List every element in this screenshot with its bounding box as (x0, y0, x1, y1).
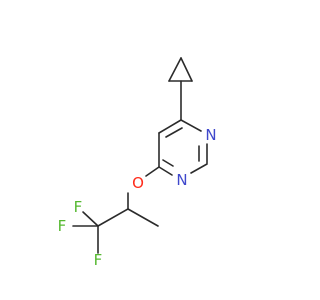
bond-cp-1 (168, 57, 182, 82)
atom-f3-label: F (94, 251, 103, 269)
bond-ch-cf3 (97, 208, 129, 227)
bond-c2-n1 (190, 163, 208, 174)
atom-f1-label: F (74, 198, 83, 216)
bond-c5-c4-double (165, 127, 183, 138)
atom-f2-label: F (58, 217, 67, 235)
bond-c4-n3 (180, 119, 202, 132)
atom-n3-label: N (205, 126, 216, 144)
bond-c-f1 (82, 211, 99, 227)
bond-ch-ch3 (127, 208, 159, 227)
pyrimidine-ring (158, 119, 208, 176)
atom-o-label: O (132, 174, 144, 192)
bond-n1-c6-double (162, 159, 174, 167)
side-chain (72, 166, 160, 254)
bond-n1-c6 (158, 166, 173, 176)
bond-c5-c4 (158, 119, 182, 134)
atom-n1-label: N (176, 171, 187, 189)
cyclopropyl-group (168, 57, 193, 121)
bond-c6-o (145, 166, 160, 177)
bond-cp-3 (180, 57, 193, 82)
molecule-structure: N N O F F F (58, 57, 217, 269)
